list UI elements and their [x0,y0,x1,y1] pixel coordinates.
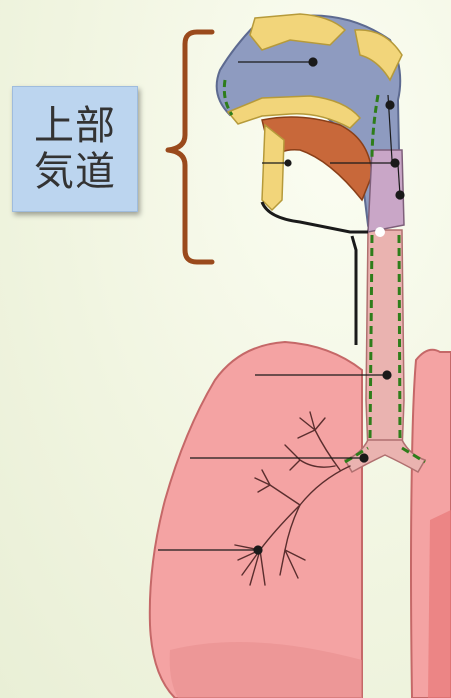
curly-bracket-icon [168,32,212,262]
epiglottis-highlight [375,227,385,237]
right-lung-shadow [428,510,451,698]
mandible [262,125,284,210]
jaw-outline [262,202,368,232]
neck-outline [352,236,356,345]
